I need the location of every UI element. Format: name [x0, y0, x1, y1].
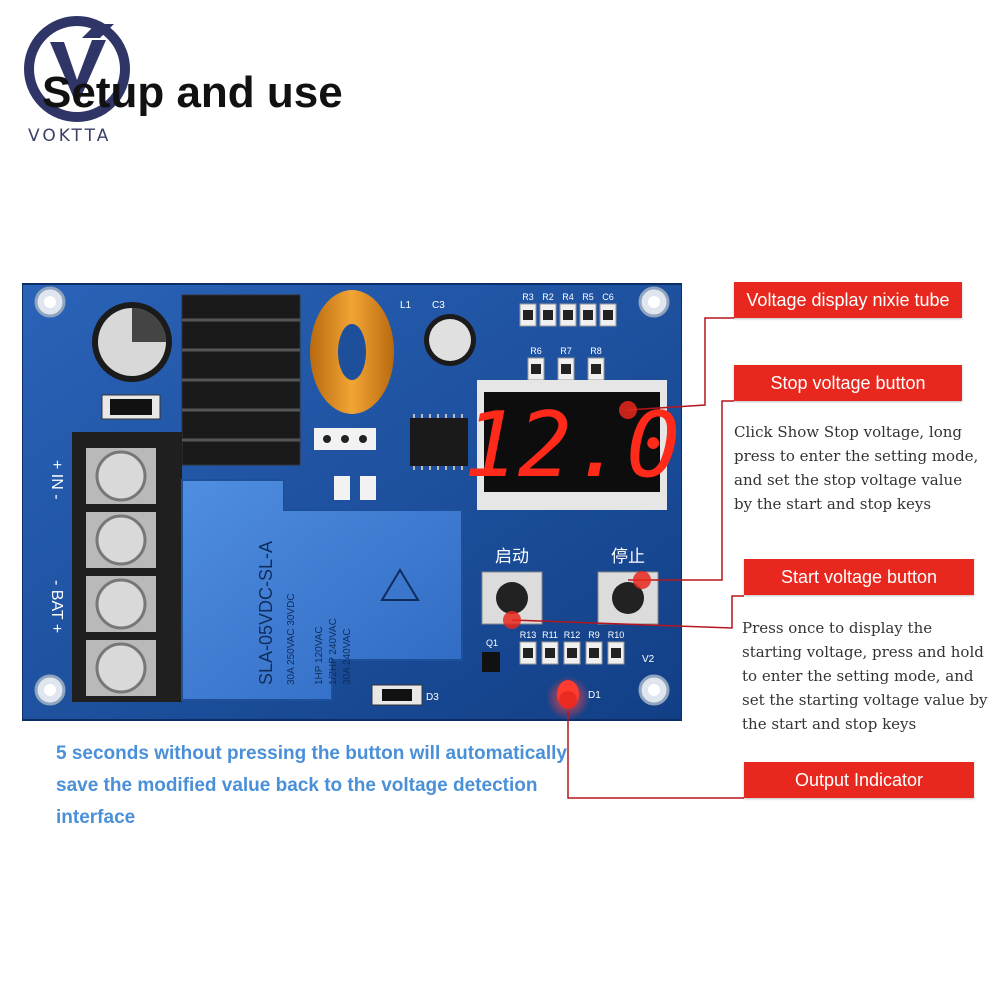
resistor-label: R13 [520, 630, 537, 640]
resistor-label: R6 [530, 346, 542, 356]
label-d1: D1 [588, 690, 601, 701]
label-c3: C3 [432, 300, 445, 311]
resistor-label: R9 [588, 630, 600, 640]
resistor-label: R10 [608, 630, 625, 640]
stop-key-label: 停止 [611, 547, 645, 567]
toroid-inductor [310, 290, 394, 414]
brand-logo [24, 16, 130, 122]
resistor-label: R4 [562, 292, 574, 302]
resistor-label: R12 [564, 630, 581, 640]
output-led [546, 676, 590, 720]
ic-chip [410, 418, 468, 466]
resistor-row-middle: R6 R7 R8 [527, 346, 605, 381]
label-start-voltage-button: Start voltage button [744, 559, 974, 595]
start-button-description: Press once to display the starting volta… [742, 619, 988, 733]
page-title: Setup and use [42, 68, 343, 117]
autosave-note: 5 seconds without pressing the button wi… [56, 743, 567, 828]
label-output-indicator: Output Indicator [744, 762, 974, 798]
resistor-label: R3 [522, 292, 534, 302]
pcb-board-image: L1 C3 R3 R2 R4 R5 C6 R6 R7 R8 12.0 + IN - - BA… [22, 283, 682, 721]
resistor-label: R5 [582, 292, 594, 302]
label-l1: L1 [400, 300, 412, 311]
label-stop-voltage-button: Stop voltage button [734, 365, 962, 401]
label-v2: V2 [642, 654, 655, 665]
label-d3: D3 [426, 692, 439, 703]
small-capacitor [424, 314, 476, 366]
resistor-label: R2 [542, 292, 554, 302]
start-push-button [481, 571, 543, 625]
resistor-label: C6 [602, 292, 614, 302]
electrolytic-capacitor [92, 302, 172, 382]
relay: SLA-05VDC-SL-A 30A 250VAC 30VDC 1HP 120V… [181, 479, 463, 701]
relay-model: SLA-05VDC-SL-A [256, 541, 276, 685]
relay-rating-3: 1/2HP 240VAC [328, 618, 339, 685]
stop-push-button [597, 571, 659, 625]
screw-terminal-block [72, 432, 182, 702]
label-voltage-display: Voltage display nixie tube [734, 282, 962, 318]
relay-rating-2: 1HP 120VAC [314, 626, 325, 685]
terminal-in-label: + IN - [48, 460, 65, 500]
resistor-label: R8 [590, 346, 602, 356]
terminal-bat-label: - BAT + [48, 580, 65, 633]
brand-name: VOKTTA [28, 126, 112, 146]
stop-button-description: Click Show Stop voltage, long press to e… [734, 423, 979, 513]
resistor-label: R11 [542, 630, 558, 640]
seven-segment-display: 12.0 [464, 380, 681, 510]
start-key-label: 启动 [495, 547, 529, 567]
relay-rating-1: 30A 250VAC 30VDC [286, 593, 297, 685]
resistor-row-top: R3 R2 R4 R5 C6 [519, 292, 617, 327]
resistor-label: R7 [560, 346, 572, 356]
display-readout: 12.0 [464, 393, 681, 498]
label-q1: Q1 [486, 638, 498, 648]
resistor-row-bottom: R13 R11 R12 R9 R10 [519, 630, 625, 665]
relay-rating-4: 30A 240VAC [342, 628, 353, 685]
